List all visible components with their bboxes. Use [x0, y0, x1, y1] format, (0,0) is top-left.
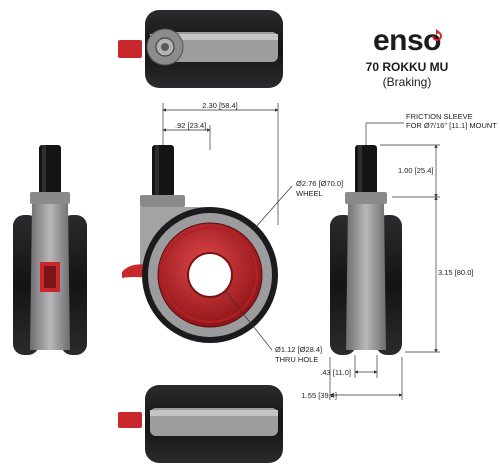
model-name: 70 ROKKU MU	[365, 60, 449, 74]
rear-view	[330, 145, 402, 355]
side-thru-hole	[187, 252, 233, 298]
front-stem-collar	[30, 192, 70, 204]
dimension-labels: 2.30 [58.4] .92 [23.4] Ø2.76 [Ø70.0] WHE…	[175, 101, 497, 400]
brand-name-text: enso	[372, 24, 442, 57]
brand-block: enso 70 ROKKU MU (Braking)	[352, 24, 462, 90]
top-frame-highlight	[150, 34, 278, 40]
dim-thru-hole-label: THRU HOLE	[275, 355, 318, 364]
dim-stem-base: .43 [11.0]	[320, 368, 351, 377]
dim-friction-sleeve-2: FOR Ø7/16" [11.1] MOUNT	[406, 121, 497, 130]
brand-arrow-icon	[432, 29, 442, 41]
dim-friction-sleeve-1: FRICTION SLEEVE	[406, 112, 473, 121]
dimension-lines	[162, 103, 440, 400]
rear-stem-collar	[345, 192, 387, 204]
dim-stem-height: 1.00 [25.4]	[398, 166, 433, 175]
front-view	[13, 145, 87, 355]
dim-side-width: 1.55 [39.4]	[302, 391, 337, 400]
dim-wheel-label: WHEEL	[296, 189, 323, 198]
brake-pedal-bottom	[118, 412, 142, 428]
top-view	[118, 10, 283, 88]
brand-logo: enso	[372, 24, 442, 57]
side-view	[122, 145, 278, 343]
brake-pedal-top	[118, 40, 142, 58]
bottom-view	[118, 385, 283, 463]
dim-overall-height: 3.15 [80.0]	[438, 268, 473, 277]
side-stem-collar	[140, 195, 185, 207]
dim-stem-offset: .92 [23.4]	[175, 121, 206, 130]
dim-thru-hole-diameter: Ø1.12 [Ø28.4]	[275, 345, 322, 354]
dim-wheel-diameter: Ø2.76 [Ø70.0]	[296, 179, 343, 188]
dim-overall-width: 2.30 [58.4]	[202, 101, 237, 110]
rear-frame	[346, 204, 386, 350]
model-variant: (Braking)	[382, 75, 432, 89]
